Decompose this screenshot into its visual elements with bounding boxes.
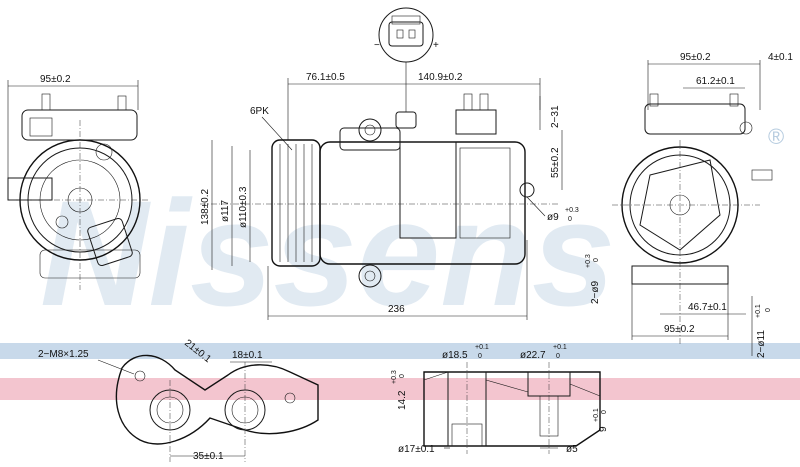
dia3-label: ø17±0.1 bbox=[398, 444, 435, 455]
bolt-tol-lower: 0 bbox=[765, 308, 772, 312]
blue-band bbox=[0, 343, 800, 359]
hole-tol-upper: +0.3 bbox=[565, 207, 579, 214]
slot-label: 2−ø9 bbox=[590, 280, 601, 304]
watermark-logo: Nissens bbox=[40, 169, 615, 337]
bolt-tol-upper: +0.1 bbox=[755, 304, 762, 318]
left-width-label: 95±0.2 bbox=[40, 74, 71, 85]
section-view: ø18.5 +0.1 0 ø22.7 +0.1 0 14.2 +0.3 0 9 … bbox=[391, 344, 609, 455]
dia1-tol-lower: 0 bbox=[478, 353, 482, 360]
pulley-label: 6PK bbox=[250, 106, 269, 117]
dia2-tol-upper: +0.1 bbox=[553, 344, 567, 351]
foot-label: 46.7±0.1 bbox=[688, 302, 727, 313]
rear-view: 95±0.2 4±0.1 61.2±0.1 2−ø9 +0.3 0 46.7±0… bbox=[585, 52, 793, 358]
rear-inner-label: 61.2±0.1 bbox=[696, 76, 735, 87]
rear-offset-label: 4±0.1 bbox=[768, 52, 793, 63]
hole-label: ø9 bbox=[547, 212, 559, 223]
slot-9-label: 9 bbox=[598, 426, 609, 432]
mount-height-label: 55±0.2 bbox=[550, 147, 561, 178]
depth-label: 14.2 bbox=[397, 390, 408, 410]
bolt-label: 2−ø11 bbox=[756, 330, 767, 358]
slot-9-tol-lower: 0 bbox=[601, 410, 608, 414]
depth-tol-lower: 0 bbox=[399, 374, 406, 378]
mount-label: 2−31 bbox=[550, 105, 561, 128]
bracket-width-label: 18±0.1 bbox=[232, 350, 263, 361]
rear-width-label: 95±0.2 bbox=[680, 52, 711, 63]
registered-mark: ® bbox=[768, 124, 784, 149]
side-offset-label: 76.1±0.5 bbox=[306, 72, 345, 83]
thread-label: 2−M8×1.25 bbox=[38, 349, 89, 360]
side-view: 76.1±0.5 140.9±0.2 6PK 138±0.2 ø117 ø110… bbox=[200, 72, 579, 320]
hole-tol-lower: 0 bbox=[568, 216, 572, 223]
side-width-label: 140.9±0.2 bbox=[418, 72, 463, 83]
pitch-label: 35±0.1 bbox=[193, 451, 224, 462]
connector-minus: − bbox=[374, 40, 380, 51]
connector-plus: + bbox=[433, 40, 439, 51]
slot-tol-upper: +0.3 bbox=[585, 254, 592, 268]
dia2-tol-lower: 0 bbox=[556, 353, 560, 360]
slot-tol-lower: 0 bbox=[593, 258, 600, 262]
dia-117-label: ø117 bbox=[220, 200, 231, 222]
dia1-tol-upper: +0.1 bbox=[475, 344, 489, 351]
rear-base-label: 95±0.2 bbox=[664, 324, 695, 335]
small-hole-label: ø5 bbox=[566, 444, 578, 455]
depth-tol-upper: +0.3 bbox=[391, 370, 398, 384]
dia1-label: ø18.5 bbox=[442, 350, 468, 361]
slot-9-tol-upper: +0.1 bbox=[593, 408, 600, 422]
dia2-label: ø22.7 bbox=[520, 350, 546, 361]
height-label: 138±0.2 bbox=[200, 188, 211, 225]
length-label: 236 bbox=[388, 304, 405, 315]
dia-110-label: ø110±0.3 bbox=[238, 186, 249, 228]
electrical-connector: − + bbox=[374, 7, 439, 112]
front-view-left: 95±0.2 bbox=[7, 74, 150, 290]
